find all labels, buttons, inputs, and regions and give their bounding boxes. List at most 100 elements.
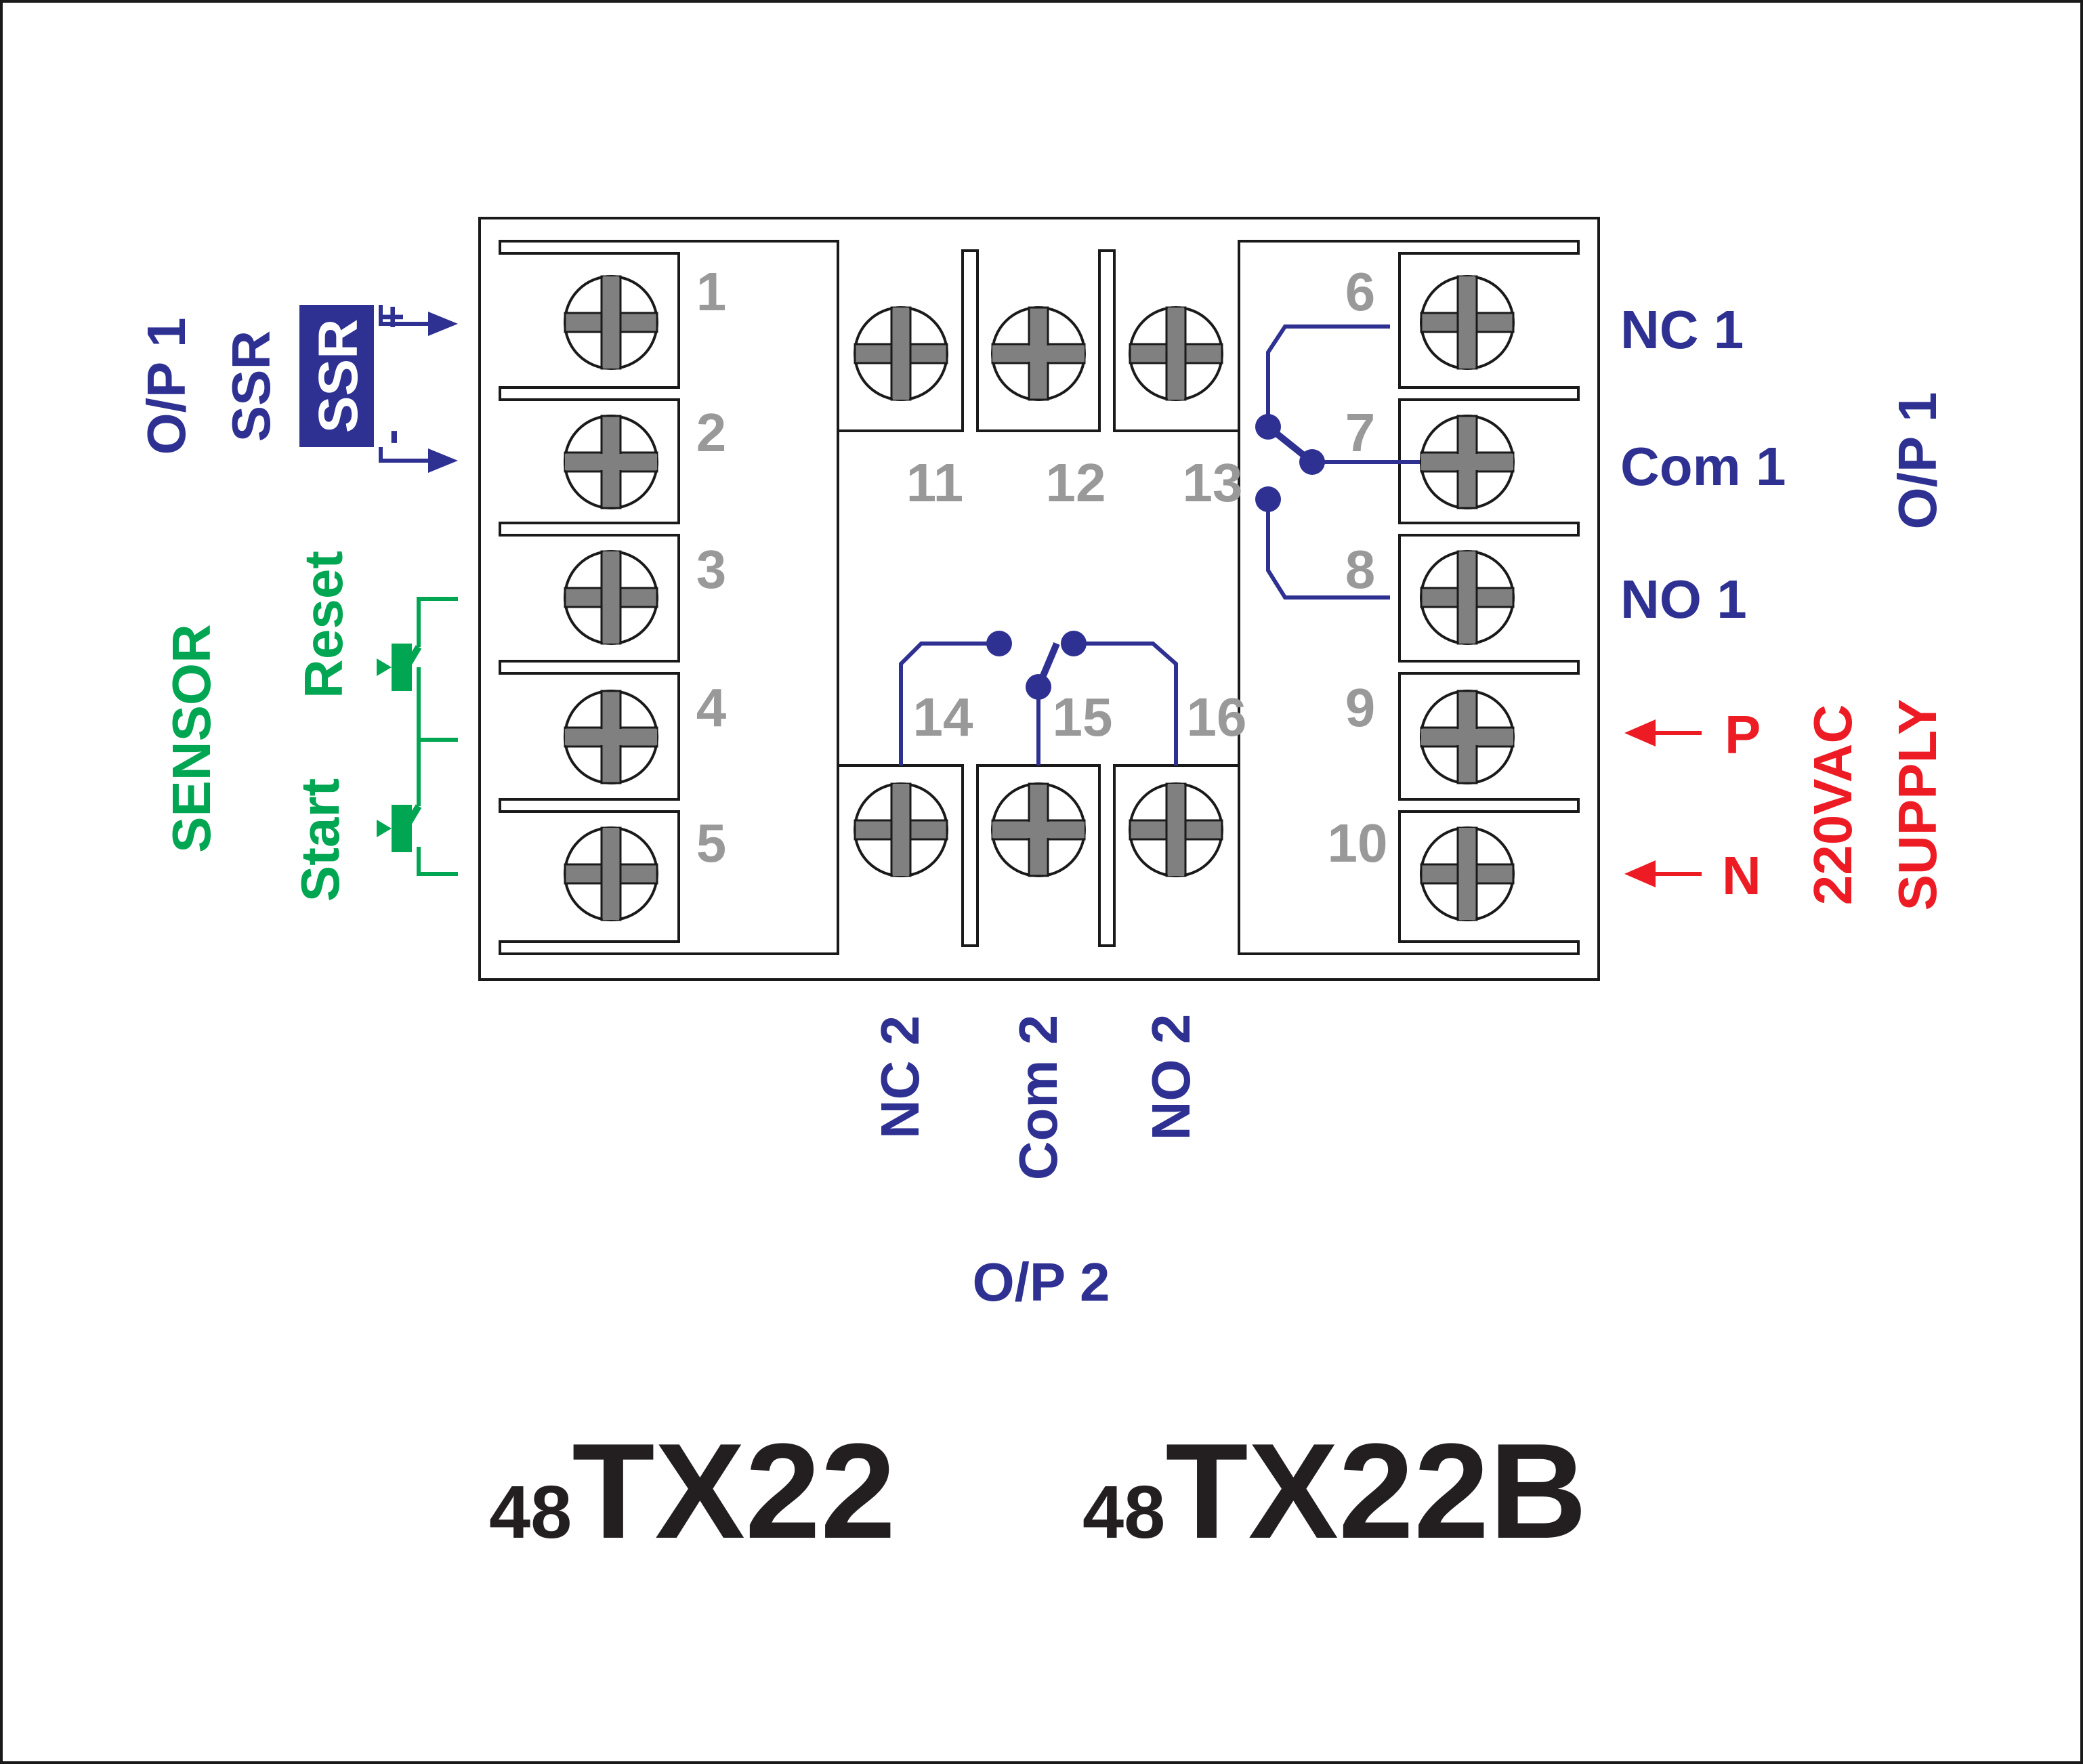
- relay-wire: [1074, 642, 1178, 765]
- arrow-right-icon: [428, 312, 458, 336]
- arrow-left-icon: [1624, 860, 1656, 887]
- terminal-number-16: 16: [1187, 687, 1247, 747]
- start-label: Start: [290, 778, 350, 902]
- relay-wire: [899, 642, 999, 765]
- terminal-slot-outline: [837, 241, 1240, 432]
- terminal-number-13: 13: [1183, 453, 1243, 513]
- com2-label: Com 2: [1008, 1015, 1068, 1181]
- terminal-number-6: 6: [1345, 261, 1376, 322]
- screw-terminal-1[interactable]: [564, 275, 658, 370]
- terminal-number-7: 7: [1345, 402, 1376, 463]
- no1-label: NO 1: [1620, 569, 1747, 629]
- phase-label: P: [1725, 705, 1761, 765]
- terminal-number-12: 12: [1046, 453, 1106, 513]
- contact-point: [1255, 414, 1281, 440]
- terminal-number-10: 10: [1328, 813, 1388, 873]
- screw-head-icon: [1420, 415, 1515, 509]
- screw-head-icon: [1129, 782, 1223, 877]
- screw-terminal-15[interactable]: [991, 782, 1086, 877]
- relay-wire: [1266, 503, 1390, 600]
- screw-terminal-7[interactable]: [1420, 415, 1515, 509]
- terminal-number-14: 14: [913, 687, 973, 747]
- screw-terminal-10[interactable]: [1420, 826, 1515, 921]
- model-name-2: 48TX22B: [1082, 1416, 1587, 1567]
- op1-right-label: O/P 1: [1887, 392, 1948, 529]
- terminal-slot-outline: [1238, 240, 1580, 955]
- nc1-label: NC 1: [1620, 299, 1744, 360]
- contact-point: [1026, 674, 1051, 700]
- screw-terminal-3[interactable]: [564, 550, 658, 645]
- screw-head-icon: [564, 690, 658, 784]
- supply-arrows: [1624, 719, 1702, 887]
- screw-head-icon: [1420, 826, 1515, 921]
- screw-head-icon: [854, 782, 948, 877]
- screw-head-icon: [1420, 690, 1515, 784]
- ssr-minus-label: -: [364, 429, 417, 444]
- screw-head-icon: [564, 550, 658, 645]
- terminal-number-1: 1: [696, 261, 727, 322]
- model-prefix: 48: [489, 1471, 572, 1554]
- sensor-label: SENSOR: [161, 624, 222, 853]
- terminal-number-9: 9: [1345, 677, 1376, 738]
- op1-left-label: O/P 1: [136, 317, 196, 455]
- contact-point: [1061, 631, 1087, 656]
- contact-point: [1255, 486, 1281, 512]
- terminal-slot-outline: [499, 240, 839, 955]
- nc2-label: NC 2: [870, 1015, 930, 1139]
- voltage-label: 220VAC: [1803, 705, 1863, 905]
- screw-head-icon: [1129, 306, 1223, 401]
- arrow-right-icon: [428, 448, 458, 473]
- terminal-number-5: 5: [696, 813, 727, 873]
- screw-terminal-9[interactable]: [1420, 690, 1515, 784]
- terminal-screws: [564, 275, 1515, 921]
- neutral-label: N: [1722, 845, 1761, 906]
- screw-terminal-6[interactable]: [1420, 275, 1515, 370]
- ssr-output-symbol: SSR + -: [299, 305, 458, 473]
- start-push-button-icon: [377, 805, 412, 852]
- no2-label: NO 2: [1141, 1014, 1201, 1141]
- screw-terminal-16[interactable]: [1129, 782, 1223, 877]
- screw-head-icon: [991, 306, 1086, 401]
- screw-terminal-2[interactable]: [564, 415, 658, 509]
- terminal-number-15: 15: [1053, 687, 1113, 747]
- ssr-label: SSR: [221, 331, 281, 442]
- screw-head-icon: [1420, 275, 1515, 370]
- terminal-number-4: 4: [696, 677, 727, 738]
- screw-terminal-12[interactable]: [991, 306, 1086, 401]
- screw-terminal-5[interactable]: [564, 826, 658, 921]
- screw-terminal-14[interactable]: [854, 782, 948, 877]
- screw-terminal-8[interactable]: [1420, 550, 1515, 645]
- terminal-number-11: 11: [906, 453, 964, 513]
- relay-wire: [1266, 324, 1390, 423]
- contact-point: [1299, 449, 1325, 475]
- screw-head-icon: [854, 306, 948, 401]
- terminal-number-8: 8: [1345, 539, 1376, 600]
- model-suffix: TX22B: [1165, 1416, 1586, 1567]
- screw-head-icon: [991, 782, 1086, 877]
- screw-terminal-11[interactable]: [854, 306, 948, 401]
- terminal-block-outline: [478, 217, 1600, 981]
- screw-terminal-13[interactable]: [1129, 306, 1223, 401]
- screw-head-icon: [564, 826, 658, 921]
- ssr-plus-label: +: [370, 305, 415, 329]
- model-prefix: 48: [1082, 1471, 1165, 1554]
- ssr-box: [299, 305, 374, 447]
- arrow-left-icon: [1624, 719, 1656, 747]
- supply-label: SUPPLY: [1887, 699, 1948, 911]
- op2-label: O/P 2: [972, 1252, 1110, 1312]
- screw-head-icon: [564, 415, 658, 509]
- screw-head-icon: [1420, 550, 1515, 645]
- screw-head-icon: [564, 275, 658, 370]
- screw-terminal-4[interactable]: [564, 690, 658, 784]
- relay-contacts: [899, 324, 1423, 765]
- reset-label: Reset: [293, 551, 354, 698]
- model-name-1: 48TX22: [489, 1416, 896, 1567]
- terminal-number-3: 3: [696, 539, 727, 600]
- com1-label: Com 1: [1620, 436, 1786, 497]
- ssr-plus-wire: [379, 305, 431, 326]
- terminal-number-2: 2: [696, 402, 727, 463]
- ssr-minus-wire: [379, 447, 431, 463]
